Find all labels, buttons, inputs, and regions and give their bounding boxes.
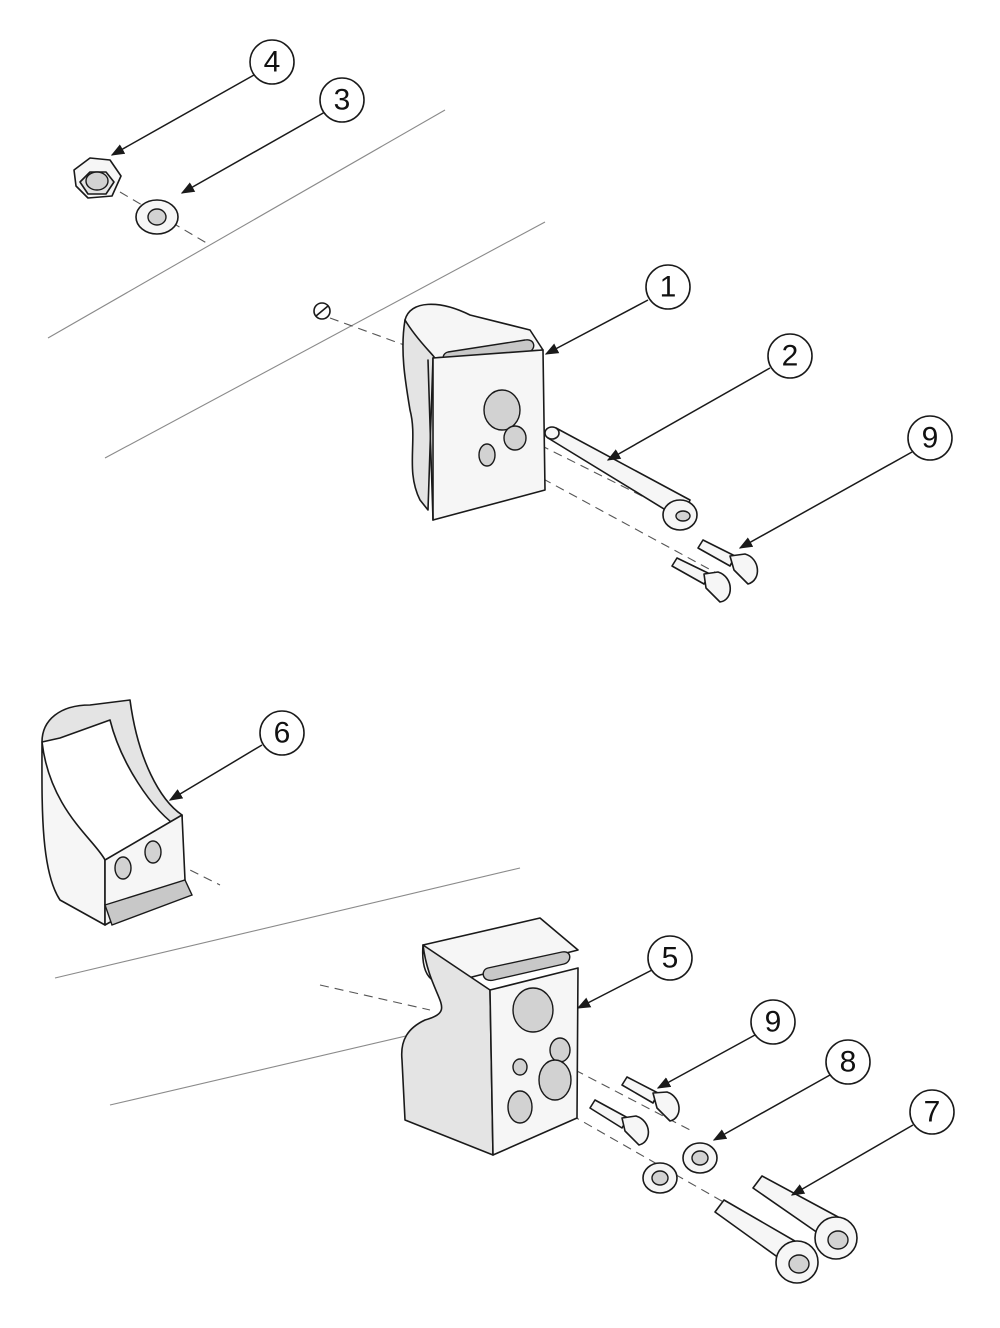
callout-3: 3: [180, 77, 365, 194]
clamp-part: [41, 699, 193, 926]
axis-block: [319, 984, 431, 1011]
callout-1: 1: [544, 264, 691, 355]
tube-line-upper-2: [104, 221, 546, 459]
plunger-hole-icon: [503, 425, 527, 451]
callout-2: 2: [606, 333, 813, 461]
callout-9-upper: 9: [738, 415, 953, 549]
callout-8: 8: [712, 1039, 871, 1141]
callout-4: 4: [110, 39, 295, 156]
mounting-block-part: [400, 917, 579, 1156]
callout-label: 6: [274, 717, 291, 750]
pin-hole-icon: [483, 389, 521, 431]
washer-part: [642, 1162, 678, 1194]
callout-label: 1: [660, 271, 677, 304]
plunger-part: [697, 539, 759, 585]
bracket-block-part: [402, 303, 546, 521]
callout-6: 6: [168, 710, 305, 801]
lower-assembly: [41, 699, 858, 1284]
callout-label: 3: [334, 84, 351, 117]
washer-part: [682, 1142, 718, 1174]
callout-label: 2: [782, 340, 799, 373]
axis-clamp: [149, 849, 221, 886]
washer-part: [135, 199, 179, 235]
hex-nut-part: [73, 157, 122, 199]
callout-label: 7: [924, 1096, 941, 1129]
slot-icon: [482, 951, 571, 982]
callout-label: 9: [922, 422, 939, 455]
tube-line-lower-1: [54, 867, 521, 979]
callout-label: 9: [765, 1006, 782, 1039]
callout-label: 8: [840, 1046, 857, 1079]
callout-9-lower: 9: [656, 999, 796, 1089]
plunger-part: [589, 1099, 650, 1146]
cap-screw-part: [714, 1199, 819, 1284]
callout-label: 4: [264, 46, 281, 79]
callout-label: 5: [662, 942, 679, 975]
axis-plungers: [489, 449, 721, 576]
plunger-part: [621, 1076, 680, 1122]
upper-assembly: [47, 109, 759, 603]
callout-7: 7: [790, 1089, 955, 1196]
pivot-mark-icon: [313, 302, 331, 320]
cap-screw-part: [752, 1175, 858, 1260]
plunger-part: [671, 557, 732, 603]
tube-line-upper-1: [47, 109, 446, 339]
plunger-hole-icon: [478, 443, 496, 467]
callout-5: 5: [576, 935, 693, 1009]
clevis-pin-part: [544, 426, 698, 531]
